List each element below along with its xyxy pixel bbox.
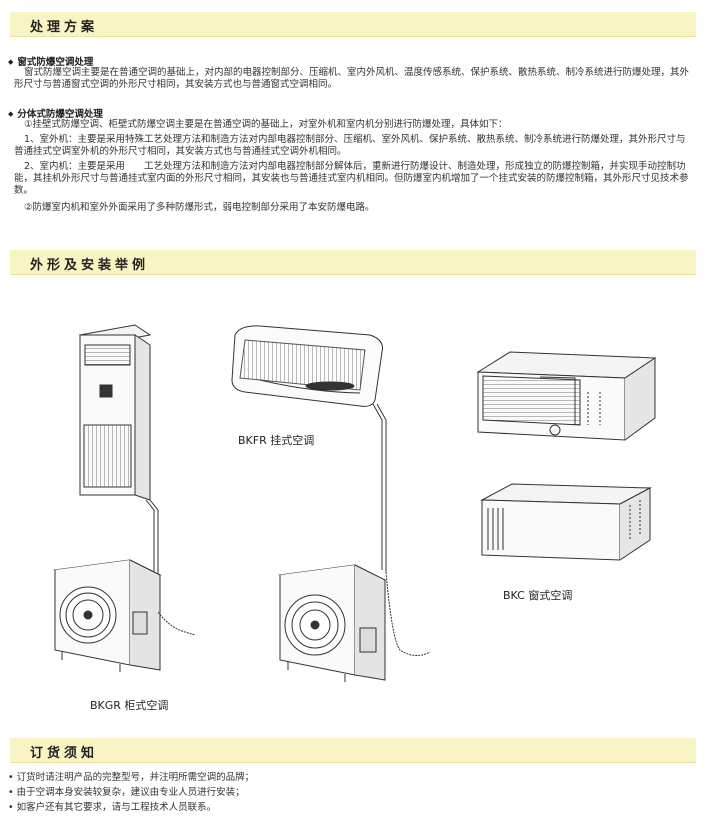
control-box-drawing bbox=[480, 483, 652, 561]
cabinet-ac-drawing bbox=[78, 324, 159, 612]
section-header-ordering: 订货须知 bbox=[10, 738, 696, 763]
order-note-2: 由于空调本身安装较复杂，建议由专业人员进行安装； bbox=[8, 787, 245, 799]
split-ac-intro: ①挂壁式防爆空调、柜壁式防爆空调主要是在普通空调的基础上，对室外机和室内机分别进… bbox=[24, 119, 508, 130]
section-header-installation: 外形及安装举例 bbox=[10, 250, 696, 275]
section-title: 处理方案 bbox=[30, 20, 99, 35]
window-ac-subtitle: 窗式防爆空调处理 bbox=[8, 54, 93, 68]
caption-window-ac: BKC 窗式空调 bbox=[503, 589, 573, 602]
split-ac-subtitle: 分体式防爆空调处理 bbox=[8, 106, 103, 120]
split-ac-outdoor: 1、室外机：主要是采用特殊工艺处理方法和制造方法对内部电器控制部分、压缩机、室外… bbox=[14, 134, 686, 157]
window-ac-drawing bbox=[476, 351, 657, 441]
outdoor-unit-left-drawing bbox=[53, 559, 196, 672]
section-header-treatment: 处理方案 bbox=[10, 12, 696, 37]
split-ac-note: ②防爆室内机和室外外面采用了多种防爆形式，弱电控制部分采用了本安防爆电路。 bbox=[24, 202, 375, 213]
caption-wall-ac: BKFR 挂式空调 bbox=[238, 434, 315, 447]
window-ac-text: 窗式防爆空调主要是在普通空调的基础上，对内部的电器控制部分、压缩机、室内外风机、… bbox=[14, 67, 690, 90]
order-note-1: 订货时请注明产品的完整型号，并注明所需空调的品牌； bbox=[8, 772, 255, 784]
section-title: 订货须知 bbox=[30, 746, 99, 761]
order-note-3: 如客户还有其它要求，请与工程技术人员联系。 bbox=[8, 802, 217, 814]
section-title: 外形及安装举例 bbox=[30, 258, 150, 273]
caption-cabinet-ac: BKGR 柜式空调 bbox=[90, 699, 169, 712]
outdoor-unit-middle-drawing bbox=[278, 564, 431, 682]
wall-ac-drawing bbox=[231, 325, 387, 572]
split-ac-indoor: 2、室内机：主要是采用 工艺处理方法和制造方法对内部电器控制部分解体后，重新进行… bbox=[14, 161, 689, 196]
